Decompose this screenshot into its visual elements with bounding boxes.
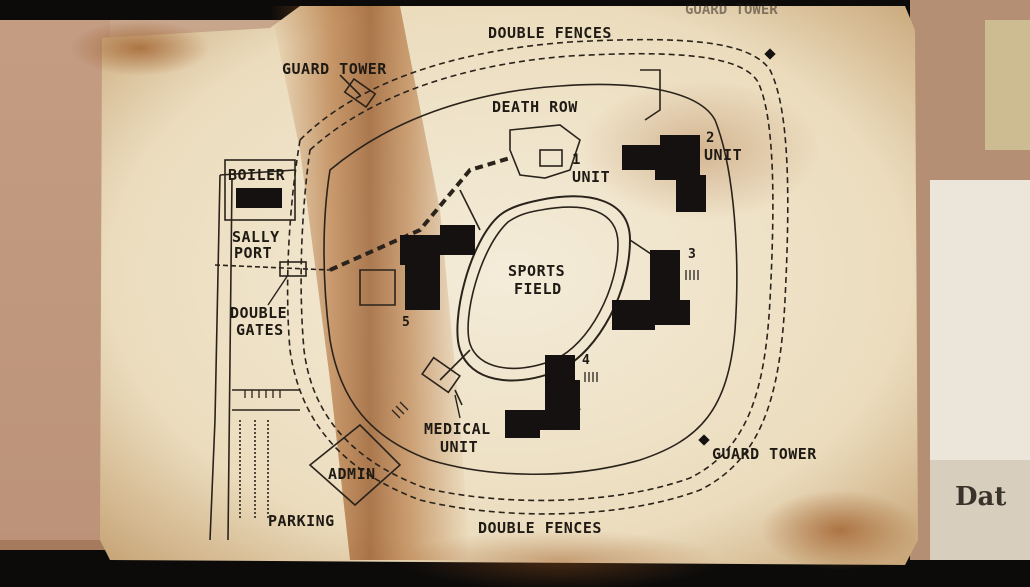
unit-5-block <box>400 225 475 310</box>
label-unit-4-number: 4 <box>582 353 590 368</box>
label-sports-line1: SPORTS <box>508 262 565 280</box>
map-paper <box>70 6 920 587</box>
perimeter-road <box>323 83 738 476</box>
label-unit-3-number: 3 <box>688 247 696 262</box>
guard-tower-marker-bottom-right <box>698 434 710 446</box>
escape-route <box>329 156 511 272</box>
left-road <box>209 169 296 541</box>
medical-unit-box <box>421 356 461 394</box>
label-guard-tower-top-right: GUARD TOWER <box>685 2 778 18</box>
death-row-cell <box>539 149 563 167</box>
stair-ticks <box>244 270 699 419</box>
label-admin: ADMIN <box>328 465 376 483</box>
medical-pointer <box>454 389 463 406</box>
admin-building <box>308 423 402 507</box>
label-unit-2-word: UNIT <box>704 146 742 164</box>
path-d <box>439 349 471 381</box>
label-medical-line1: MEDICAL <box>424 420 491 438</box>
label-double-gates-line1: DOUBLE <box>230 304 287 322</box>
label-sports-line2: FIELD <box>514 280 562 298</box>
label-double-gates-line2: GATES <box>236 321 284 339</box>
label-medical-line2: UNIT <box>440 438 478 456</box>
label-guard-tower-top-left: GUARD TOWER <box>282 60 387 78</box>
death-row-building <box>509 124 581 179</box>
side-paper-lower <box>930 460 1030 560</box>
gate-road <box>214 264 331 271</box>
top-right-card <box>985 20 1030 150</box>
unit-3-block <box>612 250 690 330</box>
label-death-row: DEATH ROW <box>492 98 578 116</box>
label-double-fences-bottom: DOUBLE FENCES <box>478 519 602 537</box>
label-sally-line2: PORT <box>234 244 272 262</box>
label-unit-5-number: 5 <box>402 315 410 330</box>
label-sally-line1: SALLY <box>232 228 280 246</box>
guard-tower-pointer <box>339 74 361 96</box>
label-unit-1-number: 1 <box>572 152 580 168</box>
double-gates-box <box>279 261 307 277</box>
path-a <box>459 189 481 231</box>
label-boiler: BOILER <box>228 166 286 184</box>
unit2-annex <box>640 69 661 121</box>
label-guard-tower-bottom-right: GUARD TOWER <box>712 445 817 463</box>
sports-field-inner <box>467 206 619 370</box>
housing-units <box>236 135 706 438</box>
unit5-annex <box>359 269 396 306</box>
site-plan <box>209 38 789 541</box>
label-unit-1-word: UNIT <box>572 168 610 186</box>
label-parking: PARKING <box>268 512 335 530</box>
wall-left <box>0 20 110 540</box>
label-unit-2-number: 2 <box>706 130 714 146</box>
side-paper-text: Dat <box>955 482 1006 512</box>
label-pointers <box>267 274 461 419</box>
sports-field-track <box>456 195 632 382</box>
unit-4-block <box>505 355 580 438</box>
parking-stalls <box>239 420 269 520</box>
label-double-fences-top: DOUBLE FENCES <box>488 24 612 42</box>
guard-tower-box <box>343 77 377 109</box>
boiler-block <box>236 188 282 208</box>
unit-2-block <box>622 135 706 212</box>
boiler-area <box>224 159 296 221</box>
guard-tower-marker-top-right <box>764 48 776 60</box>
inner-fence <box>300 52 774 502</box>
